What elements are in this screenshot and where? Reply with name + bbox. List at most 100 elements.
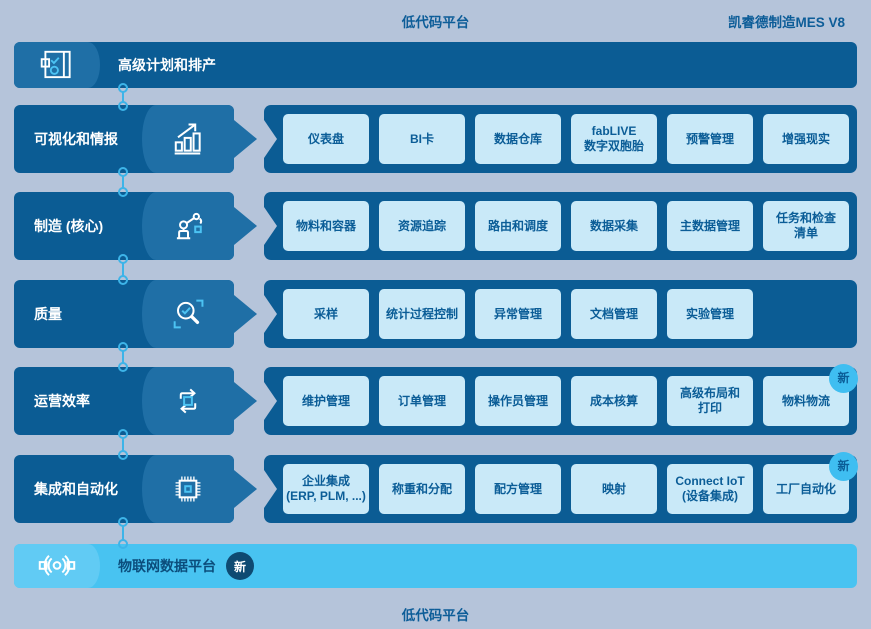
module-button-label: 任务和检查 清单 <box>775 211 836 240</box>
row-arrow <box>234 207 257 245</box>
module-group: 维护管理订单管理操作员管理成本核算高级布局和 打印物料物流新 <box>264 364 858 435</box>
module-group: 采样 统计过程控制 异常管理 文档管理 实验管理 <box>264 280 857 348</box>
robot-arm-icon <box>176 212 203 240</box>
module-group: 物料和容器 资源追踪 路由和调度 数据采集 主数据管理 任务和检查 清单 <box>264 192 857 260</box>
module-button[interactable]: 称重和分配 <box>379 464 465 514</box>
low-code-platform-bottom-label: 低代码平台 <box>401 608 470 623</box>
chain-connector <box>117 254 129 285</box>
advanced-planning-banner: 高级计划和排产 <box>14 42 857 88</box>
module-button-label: fabLIVE 数字双胞胎 <box>583 124 644 153</box>
module-button-label: 成本核算 <box>589 393 638 408</box>
row-label-manufacturing: 制造 (核心) <box>14 192 234 260</box>
module-button-label: 数据仓库 <box>493 131 542 146</box>
row-arrow <box>234 295 257 333</box>
module-button[interactable]: 任务和检查 清单 <box>763 201 849 251</box>
row-label-visualization: 可视化和情报 <box>14 105 234 173</box>
module-button[interactable]: 维护管理 <box>283 376 369 426</box>
new-badge: 新 <box>226 552 254 580</box>
module-button[interactable]: 物料物流新 <box>763 364 858 426</box>
module-button[interactable]: 路由和调度 <box>475 201 561 251</box>
module-button[interactable]: fabLIVE 数字双胞胎 <box>571 114 657 164</box>
row-icon-segment <box>142 105 234 173</box>
module-button[interactable]: 高级布局和 打印 <box>667 376 753 426</box>
module-button-label: 数据采集 <box>589 218 638 233</box>
module-group: 企业集成 (ERP, PLM, ...) 称重和分配 配方管理 映射 Connect I… <box>264 452 858 523</box>
module-button-label: 订单管理 <box>397 393 446 408</box>
module-button[interactable]: 资源追踪 <box>379 201 465 251</box>
chain-connector <box>117 429 129 460</box>
module-button-label: 维护管理 <box>301 393 350 408</box>
module-button-label: 仪表盘 <box>307 131 344 146</box>
row-manufacturing: 制造 (核心) 物料和容器 资源追踪 路由和调度 数据采集 主数据管理 任务和检查 清单 <box>14 192 857 260</box>
module-button[interactable]: 成本核算 <box>571 376 657 426</box>
module-button-label: 称重和分配 <box>391 481 452 496</box>
iot-data-platform-banner: 物联网数据平台 新 <box>14 544 857 588</box>
row-label-quality: 质量 <box>14 280 234 348</box>
module-button-label: 高级布局和 打印 <box>679 386 740 415</box>
brand-title: 凯睿德制造MES V8 <box>727 15 845 30</box>
module-button-label: BI卡 <box>409 131 434 146</box>
module-button-label: 配方管理 <box>493 481 542 496</box>
module-button[interactable]: Connect IoT (设备集成) <box>667 464 753 514</box>
row-arrow <box>234 382 257 420</box>
module-button[interactable]: BI卡 <box>379 114 465 164</box>
iot-platform-title: 物联网数据平台 <box>118 558 216 574</box>
row-quality: 质量 采样 统计过程控制 异常管理 文档管理 实验管理 <box>14 280 857 348</box>
row-operations: 运营效率 维护管理订单管理操作员管理成本核算高级布局和 打印物料物流新 <box>14 364 858 435</box>
low-code-platform-top-label: 低代码平台 <box>401 15 470 30</box>
module-button-label: 统计过程控制 <box>385 306 458 321</box>
new-badge: 新 <box>829 364 858 393</box>
new-badge: 新 <box>829 452 858 481</box>
row-title: 运营效率 <box>34 393 90 409</box>
chain-connector <box>117 83 129 111</box>
row-visualization: 可视化和情报 仪表盘 BI卡 数据仓库 fabLIVE 数字双胞胎 预警管理 增强现实 <box>14 105 857 173</box>
module-button-label: 物料物流 <box>781 393 830 408</box>
module-button[interactable]: 订单管理 <box>379 376 465 426</box>
module-button-label: 异常管理 <box>493 306 542 321</box>
row-title: 可视化和情报 <box>34 131 118 147</box>
row-icon-segment <box>142 367 234 435</box>
module-button[interactable]: 物料和容器 <box>283 201 369 251</box>
chip-icon <box>175 476 201 502</box>
chain-connector <box>117 517 129 549</box>
module-button[interactable]: 仪表盘 <box>283 114 369 164</box>
banner-icon-segment <box>14 42 100 88</box>
cycle-arrows-icon <box>179 388 197 414</box>
module-button[interactable]: 统计过程控制 <box>379 289 465 339</box>
chain-connector <box>117 342 129 372</box>
module-button[interactable]: 主数据管理 <box>667 201 753 251</box>
module-button[interactable]: 异常管理 <box>475 289 561 339</box>
module-button-label: 操作员管理 <box>487 393 548 408</box>
row-icon-segment <box>142 455 234 523</box>
module-button-label: Connect IoT (设备集成) <box>675 474 745 503</box>
module-button[interactable]: 配方管理 <box>475 464 561 514</box>
advanced-planning-title: 高级计划和排产 <box>118 57 216 73</box>
row-icon-segment <box>142 280 234 348</box>
module-button-label: 主数据管理 <box>679 218 740 233</box>
module-button-label: 映射 <box>601 481 626 496</box>
module-button-label: 物料和容器 <box>295 218 356 233</box>
module-button-label: 实验管理 <box>685 306 734 321</box>
module-group: 仪表盘 BI卡 数据仓库 fabLIVE 数字双胞胎 预警管理 增强现实 <box>264 105 857 173</box>
module-button[interactable]: 数据采集 <box>571 201 657 251</box>
module-button[interactable]: 增强现实 <box>763 114 849 164</box>
module-button-label: 文档管理 <box>589 306 638 321</box>
banner-icon-segment <box>14 544 100 588</box>
module-button[interactable]: 预警管理 <box>667 114 753 164</box>
module-button[interactable]: 采样 <box>283 289 369 339</box>
module-button[interactable]: 工厂自动化新 <box>763 452 858 514</box>
module-button-label: 企业集成 (ERP, PLM, ...) <box>286 474 366 503</box>
module-button-label: 增强现实 <box>781 131 830 146</box>
module-button[interactable]: 映射 <box>571 464 657 514</box>
row-arrow <box>234 120 257 158</box>
row-icon-segment <box>142 192 234 260</box>
module-button[interactable]: 实验管理 <box>667 289 753 339</box>
module-button-label: 预警管理 <box>685 131 734 146</box>
module-button[interactable]: 数据仓库 <box>475 114 561 164</box>
module-button[interactable]: 文档管理 <box>571 289 657 339</box>
module-button-label: 资源追踪 <box>397 218 446 233</box>
planning-board-icon <box>40 50 71 79</box>
module-button[interactable]: 企业集成 (ERP, PLM, ...) <box>283 464 369 514</box>
iot-sensor-icon <box>38 555 76 576</box>
module-button[interactable]: 操作员管理 <box>475 376 561 426</box>
